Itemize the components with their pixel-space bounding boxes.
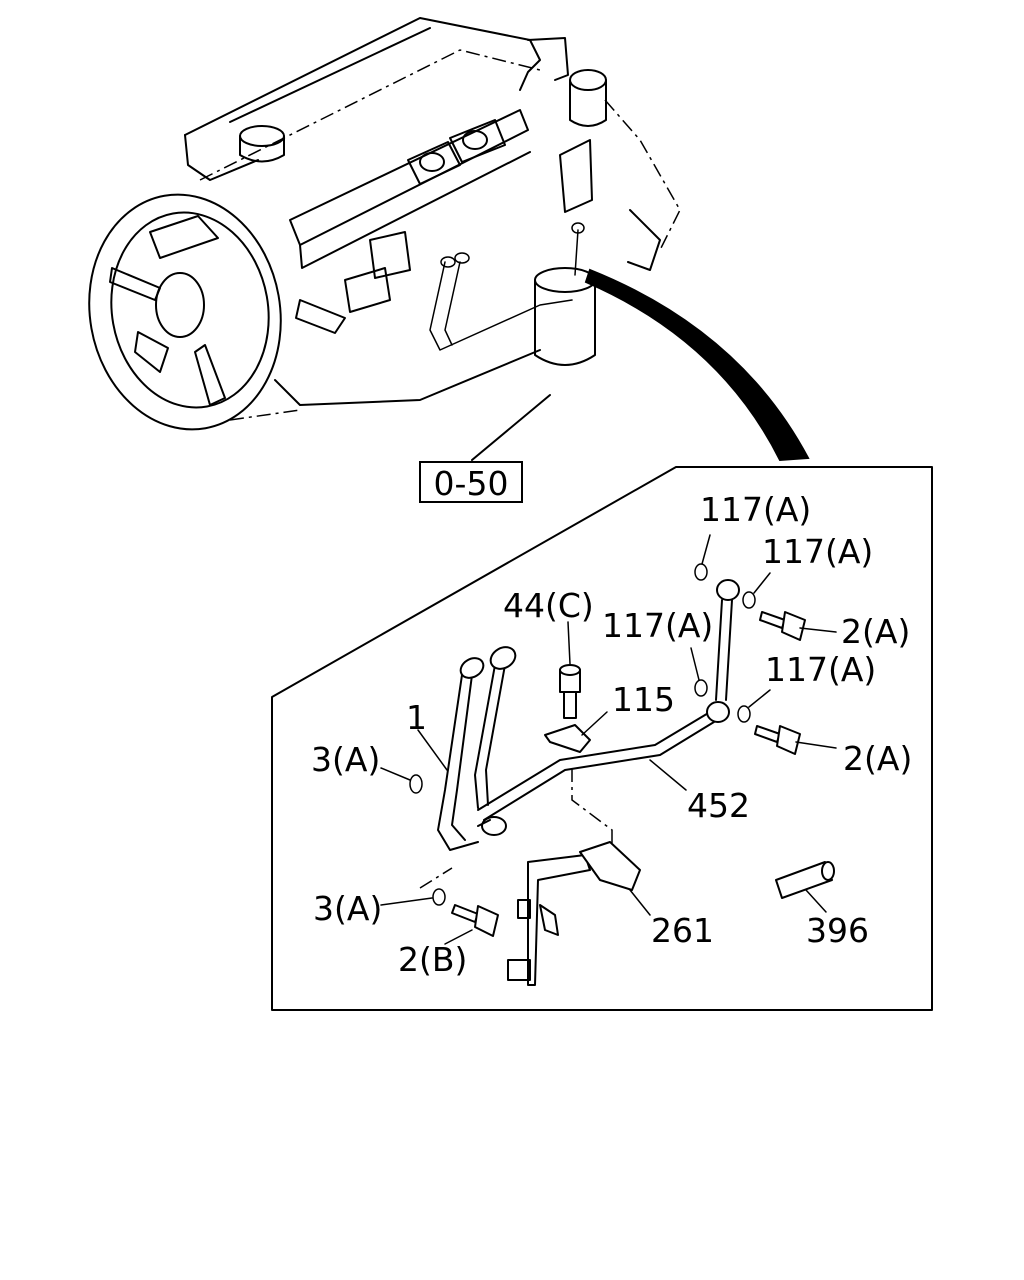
clip-115: [544, 724, 591, 753]
bolt-2a-1: [759, 611, 786, 629]
callout-117a-left: 117(A): [602, 606, 713, 645]
callout-3a-lower: 3(A): [313, 889, 382, 928]
callout-396: 396: [806, 911, 869, 950]
washer-117a-2: [742, 591, 756, 609]
callout-labels: 117(A) 117(A) 117(A) 117(A) 44(C) 115 1 …: [311, 490, 912, 979]
bolt-2b: [451, 904, 479, 923]
bracket-261: [527, 854, 591, 986]
engine-illustration: [88, 17, 681, 461]
callout-117a-top: 117(A): [700, 490, 811, 529]
washer-117a-3: [694, 679, 708, 697]
washer-3a-2: [432, 888, 446, 906]
callout-1: 1: [406, 698, 427, 737]
reference-box: [419, 461, 523, 503]
washer-117a-1: [694, 563, 708, 581]
bolt-2a-2: [754, 725, 781, 743]
reference-box-label: 0-50: [434, 464, 509, 503]
detail-panel: [271, 466, 933, 1011]
callout-452: 452: [687, 786, 750, 825]
callout-261: 261: [651, 911, 714, 950]
detail-parts: [409, 563, 835, 986]
callout-115: 115: [612, 680, 675, 719]
detail-pointer-arrow: [584, 268, 810, 462]
callout-117a-right-upper: 117(A): [762, 532, 873, 571]
callout-3a-upper: 3(A): [311, 740, 380, 779]
washer-117a-4: [737, 705, 751, 723]
callout-2a-upper: 2(A): [841, 612, 910, 651]
callout-44c: 44(C): [503, 586, 594, 625]
key-396: [775, 861, 833, 899]
washer-3a-1: [409, 774, 423, 794]
leader-lines: [380, 534, 837, 945]
callout-2a-lower: 2(A): [843, 739, 912, 778]
callout-117a-right-lower: 117(A): [765, 650, 876, 689]
callout-2b: 2(B): [398, 940, 467, 979]
